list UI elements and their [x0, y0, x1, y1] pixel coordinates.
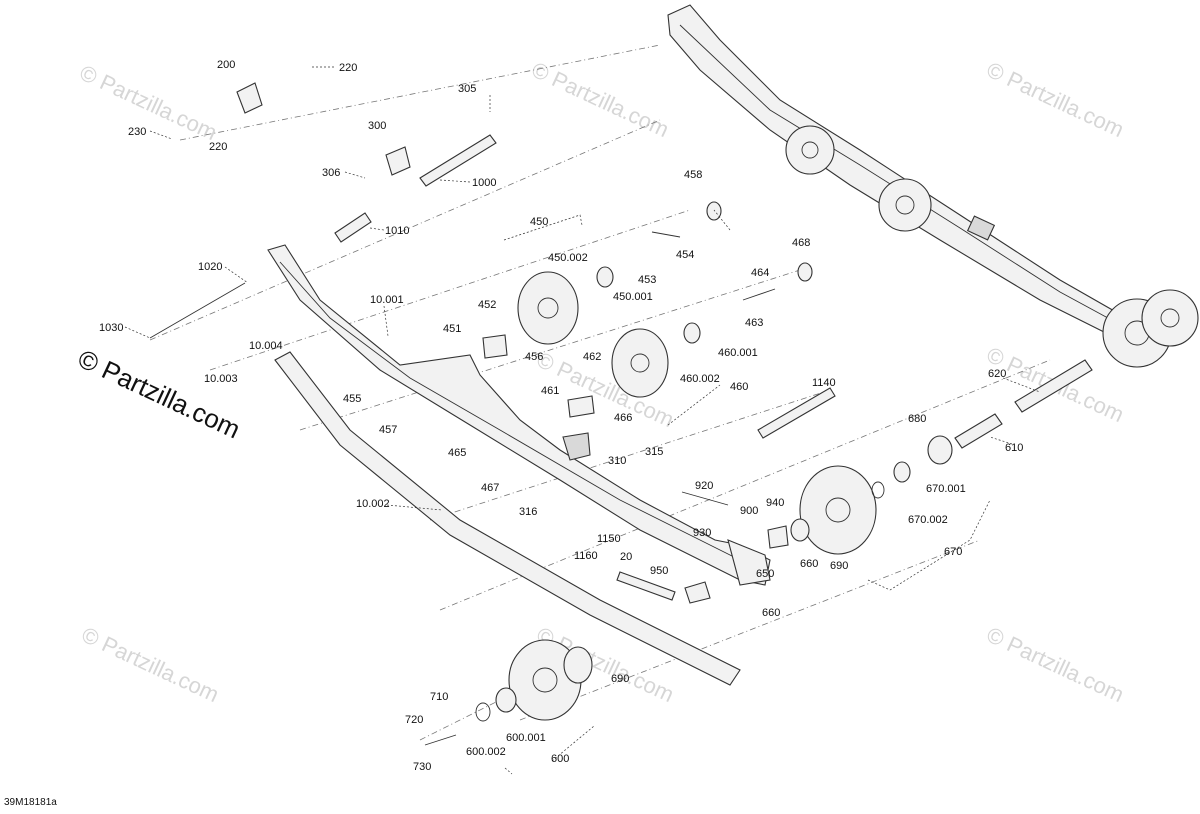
- callout-468: 468: [792, 237, 810, 249]
- callout-10-003: 10.003: [204, 373, 238, 385]
- callout-660: 660: [762, 607, 780, 619]
- watermark: © Partzilla.com: [76, 60, 221, 145]
- watermark: © Partzilla.com: [528, 57, 673, 142]
- callout-220: 220: [339, 62, 357, 74]
- callout-454: 454: [676, 249, 694, 261]
- callout-457: 457: [379, 424, 397, 436]
- callout-315: 315: [645, 446, 663, 458]
- callout-730: 730: [413, 761, 431, 773]
- callout-680: 680: [908, 413, 926, 425]
- callout-950: 950: [650, 565, 668, 577]
- callout-1160: 1160: [574, 550, 598, 562]
- callout-1020: 1020: [198, 261, 222, 273]
- callout-230: 230: [128, 126, 146, 138]
- callout-670-001: 670.001: [926, 483, 966, 495]
- callout-720: 720: [405, 714, 423, 726]
- callout-710: 710: [430, 691, 448, 703]
- callout-458: 458: [684, 169, 702, 181]
- callout-450-001: 450.001: [613, 291, 653, 303]
- callout-461: 461: [541, 385, 559, 397]
- callout-930: 930: [693, 527, 711, 539]
- callout-940: 940: [766, 497, 784, 509]
- callout-450-002: 450.002: [548, 252, 588, 264]
- callout-690: 690: [830, 560, 848, 572]
- callout-305: 305: [458, 83, 476, 95]
- callout-310: 310: [608, 455, 626, 467]
- callout-600-002: 600.002: [466, 746, 506, 758]
- callout-462: 462: [583, 351, 601, 363]
- callout-452: 452: [478, 299, 496, 311]
- callout-300: 300: [368, 120, 386, 132]
- callout-600-001: 600.001: [506, 732, 546, 744]
- leader-lines: [124, 66, 1041, 775]
- callout-460-001: 460.001: [718, 347, 758, 359]
- callout-465: 465: [448, 447, 466, 459]
- watermark: © Partzilla.com: [78, 622, 223, 707]
- callout-455: 455: [343, 393, 361, 405]
- callout-20: 20: [620, 551, 632, 563]
- callout-1140: 1140: [812, 377, 836, 389]
- callout-453: 453: [638, 274, 656, 286]
- callout-660: 660: [800, 558, 818, 570]
- shafts-and-hardware: [149, 82, 1093, 746]
- callout-920: 920: [695, 480, 713, 492]
- slide-rail-10-001: [267, 244, 771, 586]
- drawing-code: 39M18181a: [4, 797, 57, 808]
- callout-316: 316: [519, 506, 537, 518]
- callout-450: 450: [530, 216, 548, 228]
- callout-690: 690: [611, 673, 629, 685]
- callout-460: 460: [730, 381, 748, 393]
- callout-200: 200: [217, 59, 235, 71]
- callout-463: 463: [745, 317, 763, 329]
- callout-460-002: 460.002: [680, 373, 720, 385]
- callout-labels: 200 220 220 230 305 300 306 1000 1010 10…: [99, 59, 1023, 773]
- callout-1030: 1030: [99, 322, 123, 334]
- callout-900: 900: [740, 505, 758, 517]
- callout-220: 220: [209, 141, 227, 153]
- callout-464: 464: [751, 267, 769, 279]
- callout-670: 670: [944, 546, 962, 558]
- callout-670-002: 670.002: [908, 514, 948, 526]
- wheels: [475, 201, 953, 722]
- watermark: © Partzilla.com: [983, 622, 1128, 707]
- callout-1010: 1010: [385, 225, 409, 237]
- callout-467: 467: [481, 482, 499, 494]
- callout-306: 306: [322, 167, 340, 179]
- callout-451: 451: [443, 323, 461, 335]
- callout-600: 600: [551, 753, 569, 765]
- watermark: © Partzilla.com: [983, 57, 1128, 142]
- callout-10-002: 10.002: [356, 498, 390, 510]
- callout-610: 610: [1005, 442, 1023, 454]
- callout-10-001: 10.001: [370, 294, 404, 306]
- callout-1000: 1000: [472, 177, 496, 189]
- watermark-main: © Partzilla.com: [73, 343, 244, 444]
- callout-10-004: 10.004: [249, 340, 283, 352]
- assembled-rail: [667, 4, 1199, 368]
- slider-10-002: [274, 351, 741, 686]
- callout-650: 650: [756, 568, 774, 580]
- callout-1150: 1150: [597, 533, 621, 545]
- callout-466: 466: [614, 412, 632, 424]
- callout-456: 456: [525, 351, 543, 363]
- callout-620: 620: [988, 368, 1006, 380]
